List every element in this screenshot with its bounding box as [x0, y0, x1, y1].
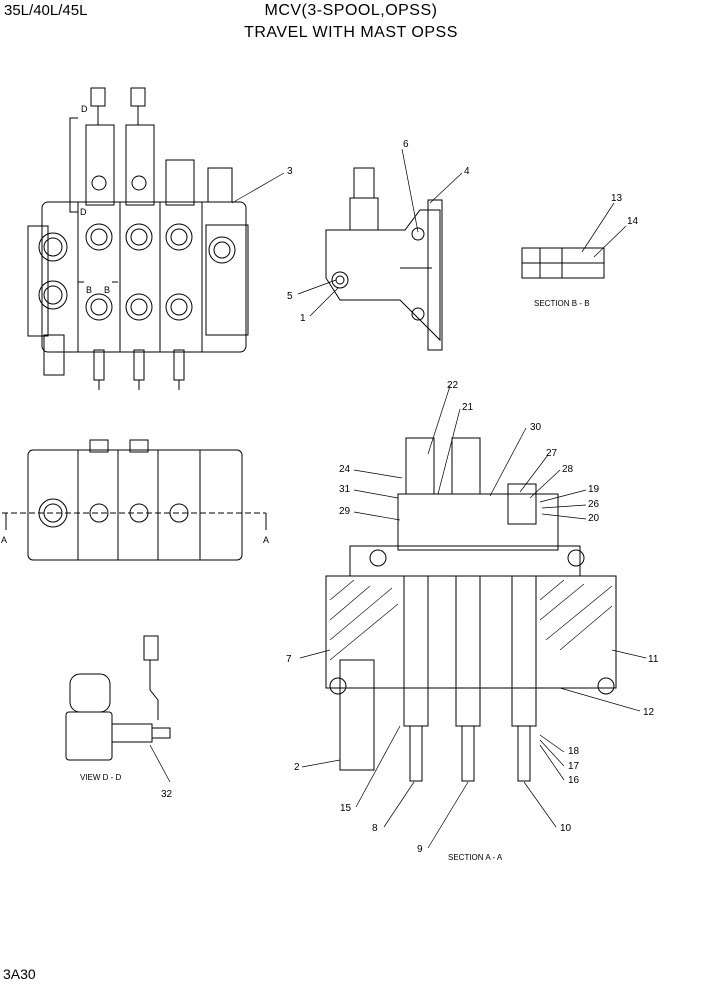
- callout-32: 32: [161, 789, 173, 800]
- section-mark-b-left: B: [86, 285, 92, 295]
- callout-13: 13: [611, 193, 623, 204]
- callout-28: 28: [562, 464, 574, 475]
- callout-29: 29: [339, 506, 351, 517]
- valve-side-view: [325, 167, 443, 351]
- callout-26: 26: [588, 499, 600, 510]
- callout-31: 31: [339, 484, 351, 495]
- callout-15: 15: [340, 803, 352, 814]
- diagram-subtitle: TRAVEL WITH MAST OPSS: [244, 24, 458, 41]
- caption-section-bb: SECTION B - B: [534, 299, 590, 308]
- section-mark-a-left: A: [1, 535, 7, 545]
- callout-18: 18: [568, 746, 580, 757]
- callout-9: 9: [417, 844, 423, 855]
- caption-view-dd: VIEW D - D: [80, 773, 122, 782]
- callout-30: 30: [530, 422, 542, 433]
- section-mark-d-lower: D: [80, 207, 87, 217]
- valve-top-view: [2, 439, 267, 561]
- callout-2: 2: [294, 762, 300, 773]
- page-code: 3A30: [3, 966, 36, 982]
- caption-section-aa: SECTION A - A: [448, 853, 503, 862]
- callout-12: 12: [643, 707, 655, 718]
- section-mark-a-right: A: [263, 535, 269, 545]
- callout-5: 5: [287, 291, 293, 302]
- callout-22: 22: [447, 380, 459, 391]
- leader-lines: [149, 148, 647, 849]
- valve-front-view: [27, 87, 249, 390]
- callout-8: 8: [372, 823, 378, 834]
- callout-7: 7: [286, 654, 292, 665]
- callout-10: 10: [560, 823, 572, 834]
- callout-24: 24: [339, 464, 351, 475]
- callout-17: 17: [568, 761, 580, 772]
- callout-16: 16: [568, 775, 580, 786]
- callout-20: 20: [588, 513, 600, 524]
- section-mark-d-upper: D: [81, 104, 88, 114]
- callout-19: 19: [588, 484, 600, 495]
- callout-4: 4: [464, 166, 470, 177]
- view-dd-drawing: [65, 635, 171, 761]
- callout-1: 1: [300, 313, 306, 324]
- callout-11: 11: [648, 654, 659, 665]
- section-bb-drawing: [521, 247, 605, 279]
- callout-27: 27: [546, 448, 558, 459]
- callout-14: 14: [627, 216, 639, 227]
- section-mark-b-right: B: [104, 285, 110, 295]
- callout-6: 6: [403, 139, 409, 150]
- callout-3: 3: [287, 166, 293, 177]
- section-aa-drawing: [325, 437, 617, 782]
- callout-21: 21: [462, 402, 474, 413]
- diagram-title: MCV(3-SPOOL,OPSS): [264, 2, 438, 19]
- model-code: 35L/40L/45L: [4, 2, 88, 19]
